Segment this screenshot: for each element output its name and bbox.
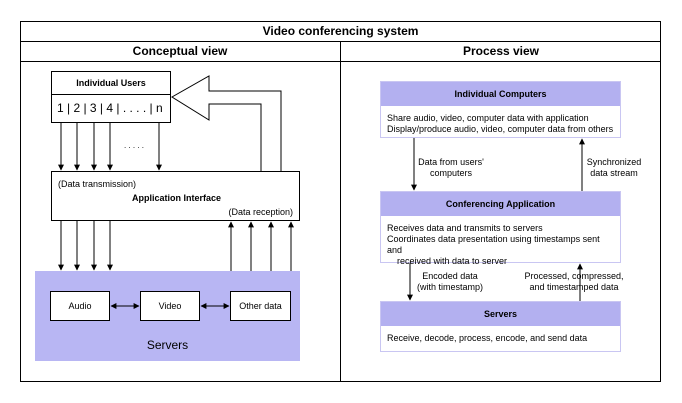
conceptual-heading: Conceptual view: [132, 44, 228, 58]
process-heading: Process view: [462, 44, 540, 58]
column-divider: [340, 41, 341, 382]
servers-label: Servers: [146, 338, 189, 352]
conferencing-application-box: Conferencing Application Receives data a…: [380, 191, 621, 266]
audio-box: Audio: [50, 291, 110, 321]
synchronized-line-1: Synchronized: [586, 157, 642, 167]
application-interface-box: (Data transmission) Application Interfac…: [51, 171, 300, 221]
diagram-title: Video conferencing system: [262, 24, 419, 38]
data-transmission-label: (Data transmission): [58, 179, 137, 189]
app-line-2: Coordinates data presentation using time…: [387, 234, 600, 255]
conferencing-application-title: Conferencing Application: [381, 192, 620, 216]
data-from-users-line-2: computers: [429, 168, 473, 178]
other-data-box: Other data: [230, 291, 291, 321]
encoded-line-1: Encoded data: [422, 271, 478, 281]
users-ellipsis: . . . . .: [124, 141, 145, 150]
audio-label: Audio: [68, 301, 92, 311]
processed-line-2: and timestamped data: [529, 282, 619, 292]
users-title: Individual Users: [52, 72, 170, 95]
servers-title: Servers: [381, 302, 620, 326]
app-line-3: received with data to server: [397, 256, 508, 266]
computers-line-1: Share audio, video, computer data with a…: [387, 113, 589, 123]
data-from-users-line-1: Data from users': [418, 157, 484, 167]
conferencing-application-text: Receives data and transmits to servers C…: [381, 216, 620, 269]
processed-data-label: Processed, compressed, and timestamped d…: [520, 271, 628, 293]
app-line-1: Receives data and transmits to servers: [387, 223, 543, 233]
synchronized-stream-label: Synchronized data stream: [578, 157, 650, 179]
application-interface-title: Application Interface: [131, 193, 221, 203]
data-reception-label: (Data reception): [228, 207, 293, 217]
users-list: 1 | 2 | 3 | 4 | . . . . | n: [57, 101, 163, 115]
processed-line-1: Processed, compressed,: [524, 271, 624, 281]
individual-computers-text: Share audio, video, computer data with a…: [381, 106, 620, 137]
synchronized-line-2: data stream: [590, 168, 638, 178]
data-from-users-label: Data from users' computers: [412, 157, 490, 179]
video-label: Video: [158, 301, 182, 311]
individual-computers-title: Individual Computers: [381, 82, 620, 106]
encoded-data-label: Encoded data (with timestamp): [414, 271, 486, 293]
individual-computers-box: Individual Computers Share audio, video,…: [380, 81, 621, 138]
video-box: Video: [140, 291, 200, 321]
servers-line-1: Receive, decode, process, encode, and se…: [387, 333, 588, 343]
computers-line-2: Display/produce audio, video, computer d…: [387, 124, 614, 134]
servers-text: Receive, decode, process, encode, and se…: [381, 326, 620, 346]
encoded-line-2: (with timestamp): [416, 282, 483, 292]
servers-box: Servers Receive, decode, process, encode…: [380, 301, 621, 352]
return-arrow: [171, 75, 282, 171]
users-box: Individual Users 1 | 2 | 3 | 4 | . . . .…: [51, 71, 171, 123]
other-data-label: Other data: [239, 301, 282, 311]
